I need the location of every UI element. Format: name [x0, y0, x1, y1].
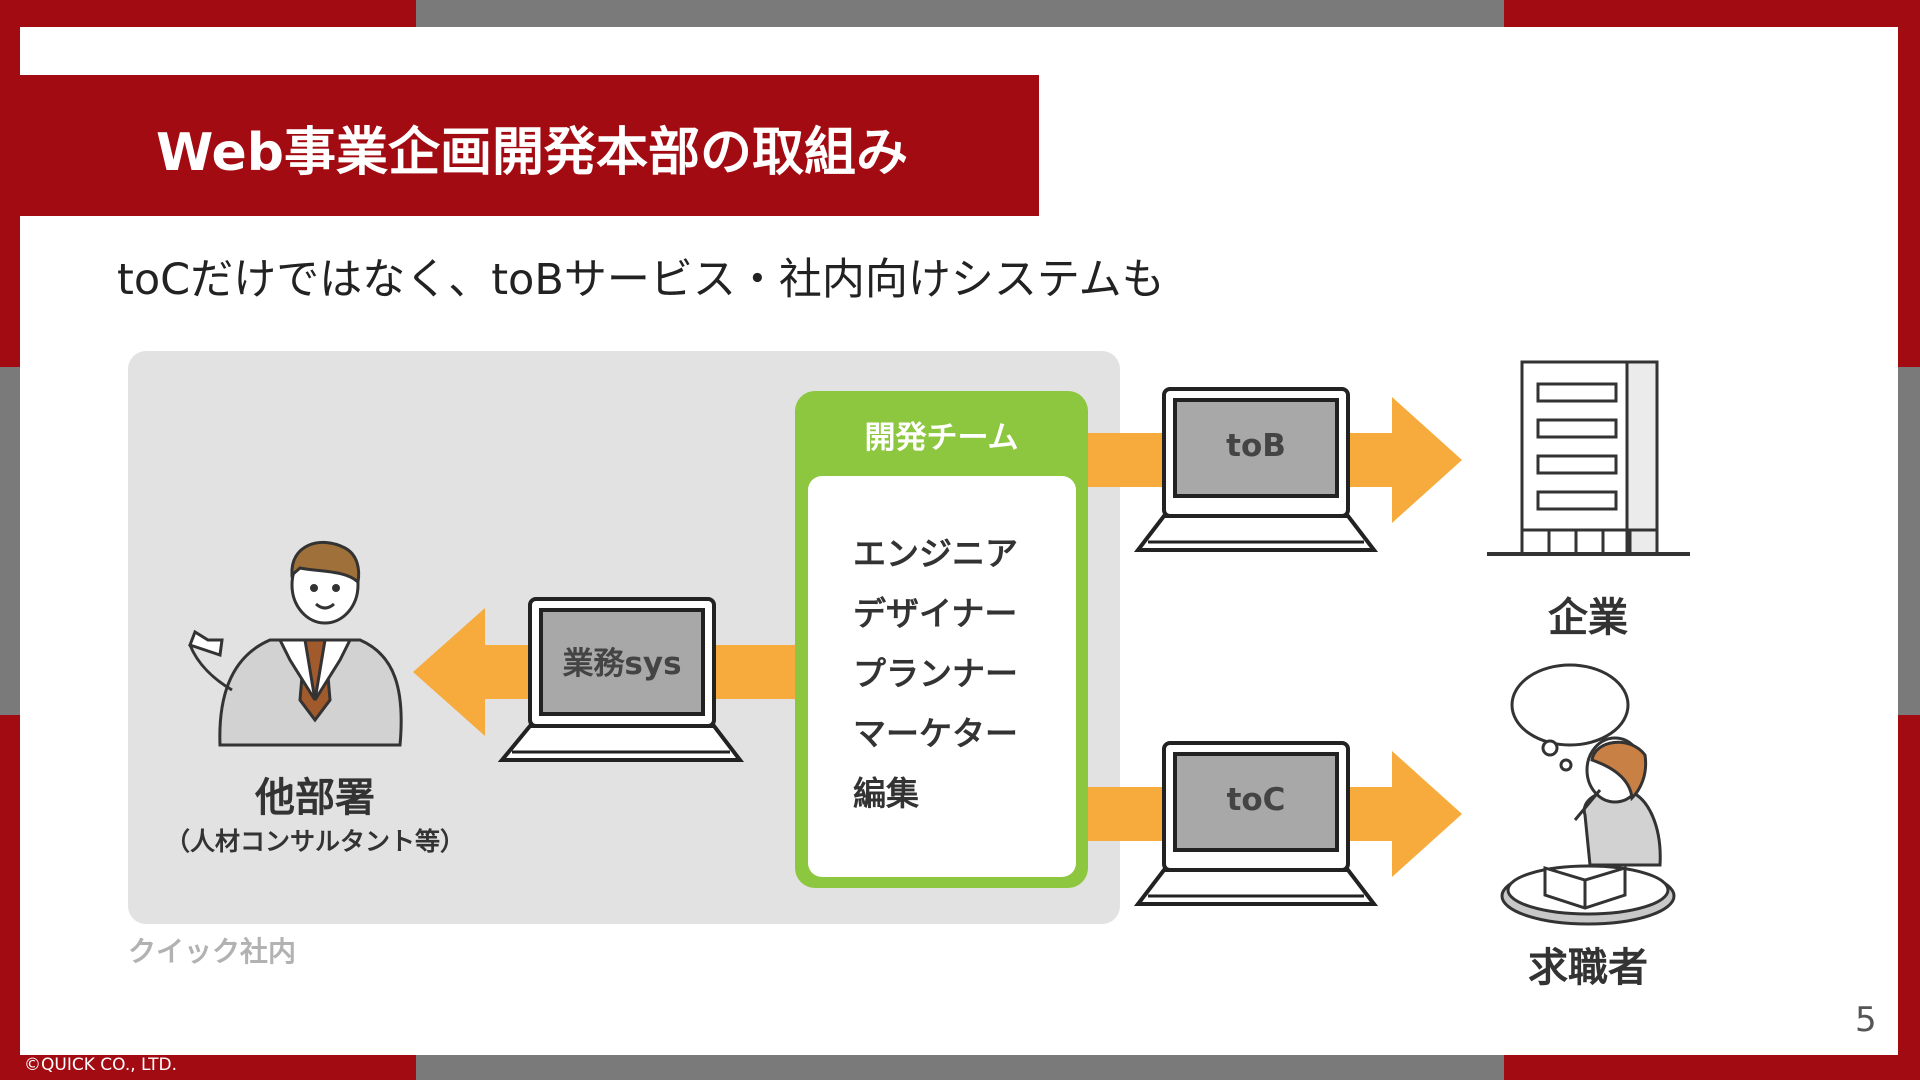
frame-top-left-red — [0, 0, 416, 27]
internal-panel-label: クイック社内 — [128, 935, 297, 968]
other-dept-label: 他部署 — [255, 775, 375, 821]
role-editor: 編集 — [853, 774, 919, 813]
slide-subtitle: toCだけではなく、toBサービス・社内向けシステムも — [117, 255, 1165, 305]
frame-left-red-lower — [0, 715, 20, 1055]
job-seeker-label: 求職者 — [1528, 945, 1648, 991]
dev-team-title: 開発チーム — [864, 420, 1019, 456]
frame-right-red — [1898, 27, 1920, 367]
role-marketer: マーケター — [853, 714, 1018, 753]
internal-sys-label: 業務sys — [562, 646, 682, 682]
office-building-icon — [1487, 360, 1690, 556]
laptop-internal-sys — [497, 597, 745, 762]
businessman-icon — [188, 540, 403, 747]
frame-top-right-red — [1504, 0, 1920, 27]
laptop-toc — [1133, 741, 1379, 906]
page-number: 5 — [1855, 1000, 1877, 1040]
frame-bottom-left-red — [0, 1055, 416, 1080]
role-designer: デザイナー — [853, 594, 1018, 633]
company-label: 企業 — [1548, 595, 1628, 641]
frame-bottom-right-red — [1504, 1055, 1920, 1080]
slide-title: Web事業企画開発本部の取組み — [156, 123, 908, 183]
tob-label: toB — [1226, 428, 1286, 464]
frame-right-red-lower — [1898, 715, 1920, 1055]
other-dept-sublabel: （人材コンサルタント等） — [165, 827, 466, 856]
role-planner: プランナー — [853, 654, 1018, 693]
dev-team-roles-panel — [808, 476, 1076, 877]
role-engineer: エンジニア — [853, 534, 1018, 573]
job-seeker-icon — [1500, 663, 1676, 926]
toc-label: toC — [1226, 782, 1286, 818]
copyright-notice: ©QUICK CO., LTD. — [24, 1055, 178, 1075]
laptop-tob — [1133, 387, 1379, 552]
title-band — [0, 75, 1039, 216]
